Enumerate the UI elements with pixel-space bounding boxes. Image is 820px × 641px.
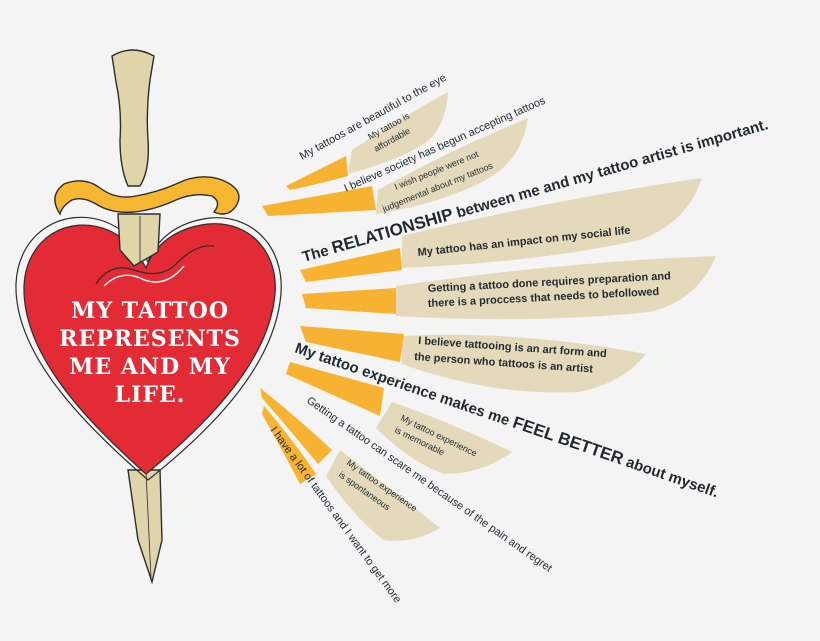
- heart: MY TATTOO REPRESENTS ME AND MY LIFE.: [15, 213, 282, 481]
- statement-feel-em: FEEL BETTER: [510, 413, 626, 469]
- ray-1: [286, 156, 348, 190]
- feather-social: [402, 178, 702, 268]
- ray-8: [262, 406, 316, 484]
- ray-5: [300, 326, 404, 362]
- heart-shape: [23, 223, 276, 475]
- ray-4: [302, 288, 396, 314]
- ray-7: [260, 388, 332, 464]
- dagger: [54, 49, 240, 585]
- heart-title-line-1: MY TATTOO: [71, 298, 229, 324]
- feather-preparation: [396, 256, 716, 320]
- statement-relationship-pre: The: [300, 241, 334, 266]
- dagger-guard: [54, 176, 240, 216]
- ray-2: [262, 186, 376, 216]
- feather-judgement: [376, 118, 528, 214]
- feather-spontaneous: [326, 450, 440, 541]
- dagger-blade-tip: [127, 469, 163, 585]
- heart-swirl: [95, 245, 215, 285]
- feather-memorable: [376, 402, 512, 474]
- ray-3: [300, 248, 402, 282]
- statement-feel-post: about myself.: [620, 452, 721, 501]
- heart-title-line-4: LIFE.: [115, 382, 186, 408]
- ray-6: [286, 362, 384, 416]
- feathers: [326, 92, 716, 541]
- heart-title-line-2: REPRESENTS: [59, 326, 241, 352]
- feather-artform: [402, 334, 646, 393]
- heart-swirl-inner: [103, 265, 185, 287]
- dagger-grip: [111, 49, 155, 187]
- dagger-blade-upper: [117, 213, 161, 267]
- rays: [260, 156, 404, 484]
- feather-affordable: [348, 92, 448, 174]
- heart-title-line-3: ME AND MY: [69, 354, 231, 380]
